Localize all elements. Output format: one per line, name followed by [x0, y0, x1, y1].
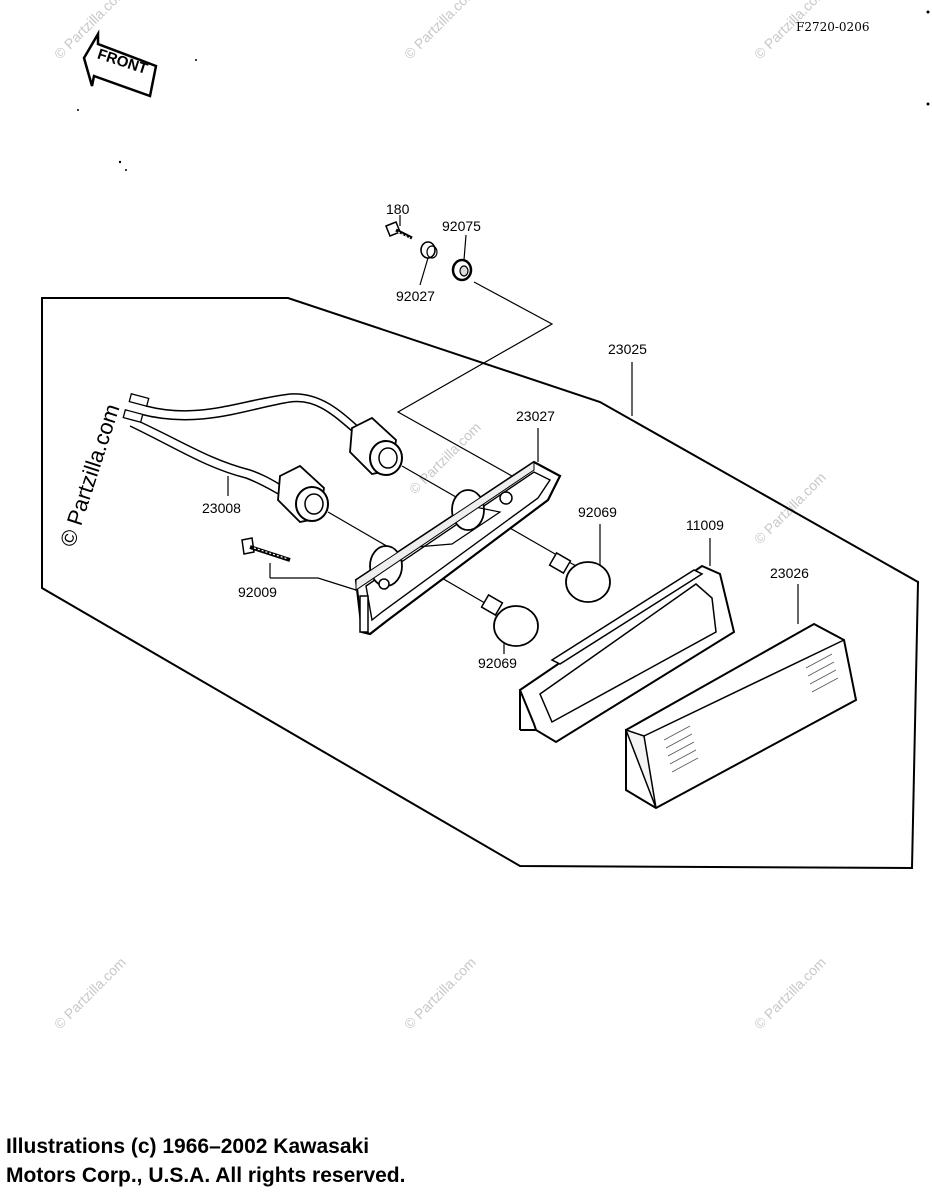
watermark: © Partzilla.com: [406, 419, 484, 497]
housing-23027-icon: [354, 460, 562, 636]
leader-92027: [419, 257, 429, 286]
bolt-92009-icon: [241, 537, 291, 562]
copyright-notice: Illustrations (c) 1966–2002 Kawasaki Mot…: [6, 1132, 405, 1190]
part-label-23008: 23008: [202, 500, 241, 516]
bulb-upper-92069-icon: [548, 551, 611, 603]
copyright-line-2: Motors Corp., U.S.A. All rights reserved…: [6, 1164, 406, 1187]
bulb-lower-92069-icon: [480, 593, 539, 647]
lens-holder-11009-icon: [518, 564, 736, 744]
part-label-92027: 92027: [396, 288, 435, 304]
watermark: © Partzilla.com: [401, 0, 479, 62]
part-label-11009: 11009: [686, 517, 724, 533]
part-label-92075: 92075: [442, 218, 481, 234]
part-label-180: 180: [386, 201, 410, 217]
part-label-92069-lower: 92069: [478, 655, 517, 671]
part-label-23025: 23025: [608, 341, 647, 357]
watermark: © Partzilla.com: [55, 401, 125, 550]
socket-upper-icon: [349, 416, 403, 476]
copyright-line-1: Illustrations (c) 1966–2002 Kawasaki: [6, 1135, 370, 1158]
assembly-outline: [41, 297, 920, 870]
watermark: © Partzilla.com: [51, 954, 129, 1032]
leader-92075: [463, 234, 467, 261]
watermark: © Partzilla.com: [751, 469, 829, 547]
socket-lower-icon: [277, 464, 329, 523]
watermark: © Partzilla.com: [401, 954, 479, 1032]
watermark: © Partzilla.com: [751, 954, 829, 1032]
collar-92027-icon: [420, 241, 438, 259]
part-label-23027: 23027: [516, 408, 555, 424]
part-label-23026: 23026: [770, 565, 809, 581]
watermark: © Partzilla.com: [751, 0, 829, 62]
leader-92009: [270, 577, 357, 591]
front-arrow-icon: FRONT: [82, 29, 158, 98]
specks: [77, 10, 930, 171]
part-label-92069-upper: 92069: [578, 504, 617, 520]
wiring-harness-23008: [122, 393, 363, 499]
grommet-92075-icon: [451, 258, 473, 282]
leader-hardware: [396, 281, 554, 477]
lens-23026-icon: [624, 622, 858, 810]
drawing-code: F2720-0206: [796, 20, 870, 34]
part-label-92009: 92009: [238, 584, 277, 600]
bolt-180-icon: [385, 221, 413, 240]
